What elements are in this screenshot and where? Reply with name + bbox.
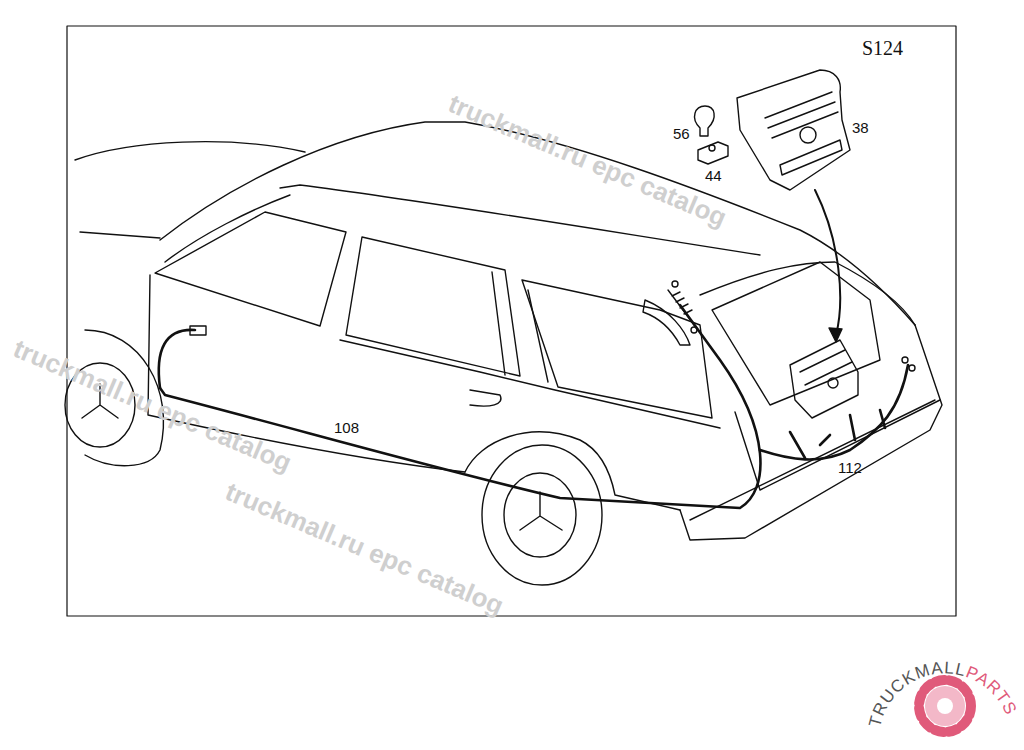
wire-end: [691, 327, 697, 333]
body-line: [148, 275, 465, 472]
window: [346, 237, 520, 376]
watermark: truckmall.ru epc catalog: [10, 335, 295, 476]
logo-gear: [919, 680, 971, 732]
callout-number: 56: [673, 126, 690, 141]
connector: [190, 326, 206, 335]
lamp-unit: [800, 127, 816, 143]
wire: [159, 330, 195, 388]
wire: [668, 290, 698, 330]
assembly-arrow: [815, 190, 840, 335]
lamp-unit: [780, 140, 842, 175]
callout-number: 108: [334, 420, 359, 435]
callout-number: 112: [838, 460, 862, 475]
logo-text: TRUCKMALLPARTS: [865, 658, 1020, 729]
wire-end: [672, 281, 678, 287]
watermark: truckmall.ru epc catalog: [222, 478, 507, 619]
wire: [790, 410, 885, 458]
wiring-harness: [159, 305, 908, 508]
bulb: [695, 106, 715, 136]
window: [528, 290, 548, 382]
window: [522, 280, 712, 418]
roof-line: [165, 195, 290, 262]
page-code: S124: [862, 38, 903, 58]
gear-body: [925, 686, 965, 726]
callout-number: 38: [852, 120, 869, 135]
window: [492, 272, 505, 375]
gear-teeth: [919, 680, 971, 732]
frame: [67, 26, 956, 616]
door-handle: [470, 390, 501, 406]
wire: [760, 365, 908, 459]
wheel: [504, 473, 576, 557]
wire: [160, 305, 760, 508]
tail-lamp: [800, 350, 852, 385]
callout-number: 44: [705, 168, 722, 183]
body-line: [340, 340, 720, 428]
car-outline: [75, 142, 305, 160]
tail-lamp: [828, 378, 838, 388]
lamp-unit: [737, 70, 850, 190]
socket: [698, 142, 728, 164]
socket: [709, 145, 715, 151]
watermark: truckmall.ru epc catalog: [445, 90, 730, 231]
arrowhead: [829, 328, 842, 342]
logo-path: TRUCKMALLPARTS: [865, 658, 1020, 729]
logo-word: TRUCKMALL: [865, 658, 968, 729]
wire-end: [902, 357, 908, 363]
wire-end: [909, 365, 915, 371]
logo-word: PARTS: [963, 662, 1020, 718]
gear-hole: [937, 698, 953, 714]
wheel: [482, 445, 602, 585]
car-outline: [80, 232, 160, 238]
rear-window: [712, 262, 880, 405]
window: [155, 212, 346, 326]
tail-lamp: [790, 340, 858, 418]
tailgate: [735, 400, 940, 490]
roof-line: [700, 262, 915, 325]
